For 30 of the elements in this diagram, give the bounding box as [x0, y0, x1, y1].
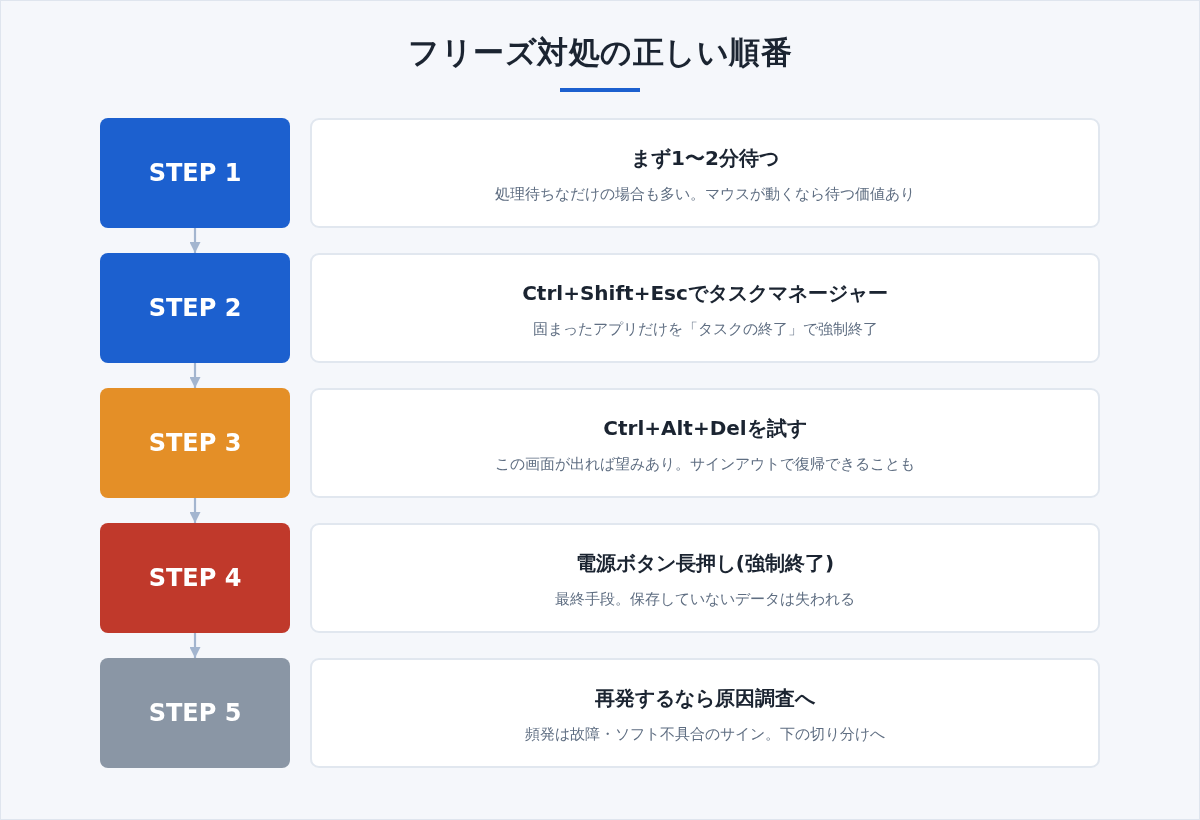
title: フリーズ対処の正しい順番 [408, 34, 792, 70]
step-card [310, 118, 1100, 228]
step-badge [100, 118, 290, 228]
step-label: STEP 3 [148, 429, 242, 457]
step-card [310, 523, 1100, 633]
step-badge [100, 658, 290, 768]
step-label: STEP 2 [148, 294, 242, 322]
step-heading: 電源ボタン長押し(強制終了) [575, 550, 835, 577]
step-heading: 再発するなら原因調査へ [595, 685, 815, 712]
step-badge [100, 388, 290, 498]
step-description: 頻発は故障・ソフト不具合のサイン。下の切り分けへ [525, 725, 885, 744]
step-heading: Ctrl+Shift+Escでタスクマネージャー [522, 280, 888, 307]
arrow [189, 498, 201, 523]
step-card [310, 658, 1100, 768]
step-badge [100, 253, 290, 363]
step-label: STEP 1 [148, 159, 242, 187]
step-label: STEP 5 [148, 699, 242, 727]
step-heading: まず1〜2分待つ [631, 145, 779, 172]
step-heading: Ctrl+Alt+Delを試す [603, 415, 807, 442]
arrow [189, 363, 201, 388]
arrow [189, 228, 201, 253]
step-label: STEP 4 [148, 564, 242, 592]
step-description: 最終手段。保存していないデータは失われる [555, 590, 855, 609]
step-description: この画面が出れば望みあり。サインアウトで復帰できることも [495, 455, 915, 474]
step-card [310, 253, 1100, 363]
step-description: 固まったアプリだけを「タスクの終了」で強制終了 [532, 320, 878, 339]
step-card [310, 388, 1100, 498]
step-badge [100, 523, 290, 633]
arrow [189, 633, 201, 658]
step-description: 処理待ちなだけの場合も多い。マウスが動くなら待つ価値あり [495, 185, 915, 204]
